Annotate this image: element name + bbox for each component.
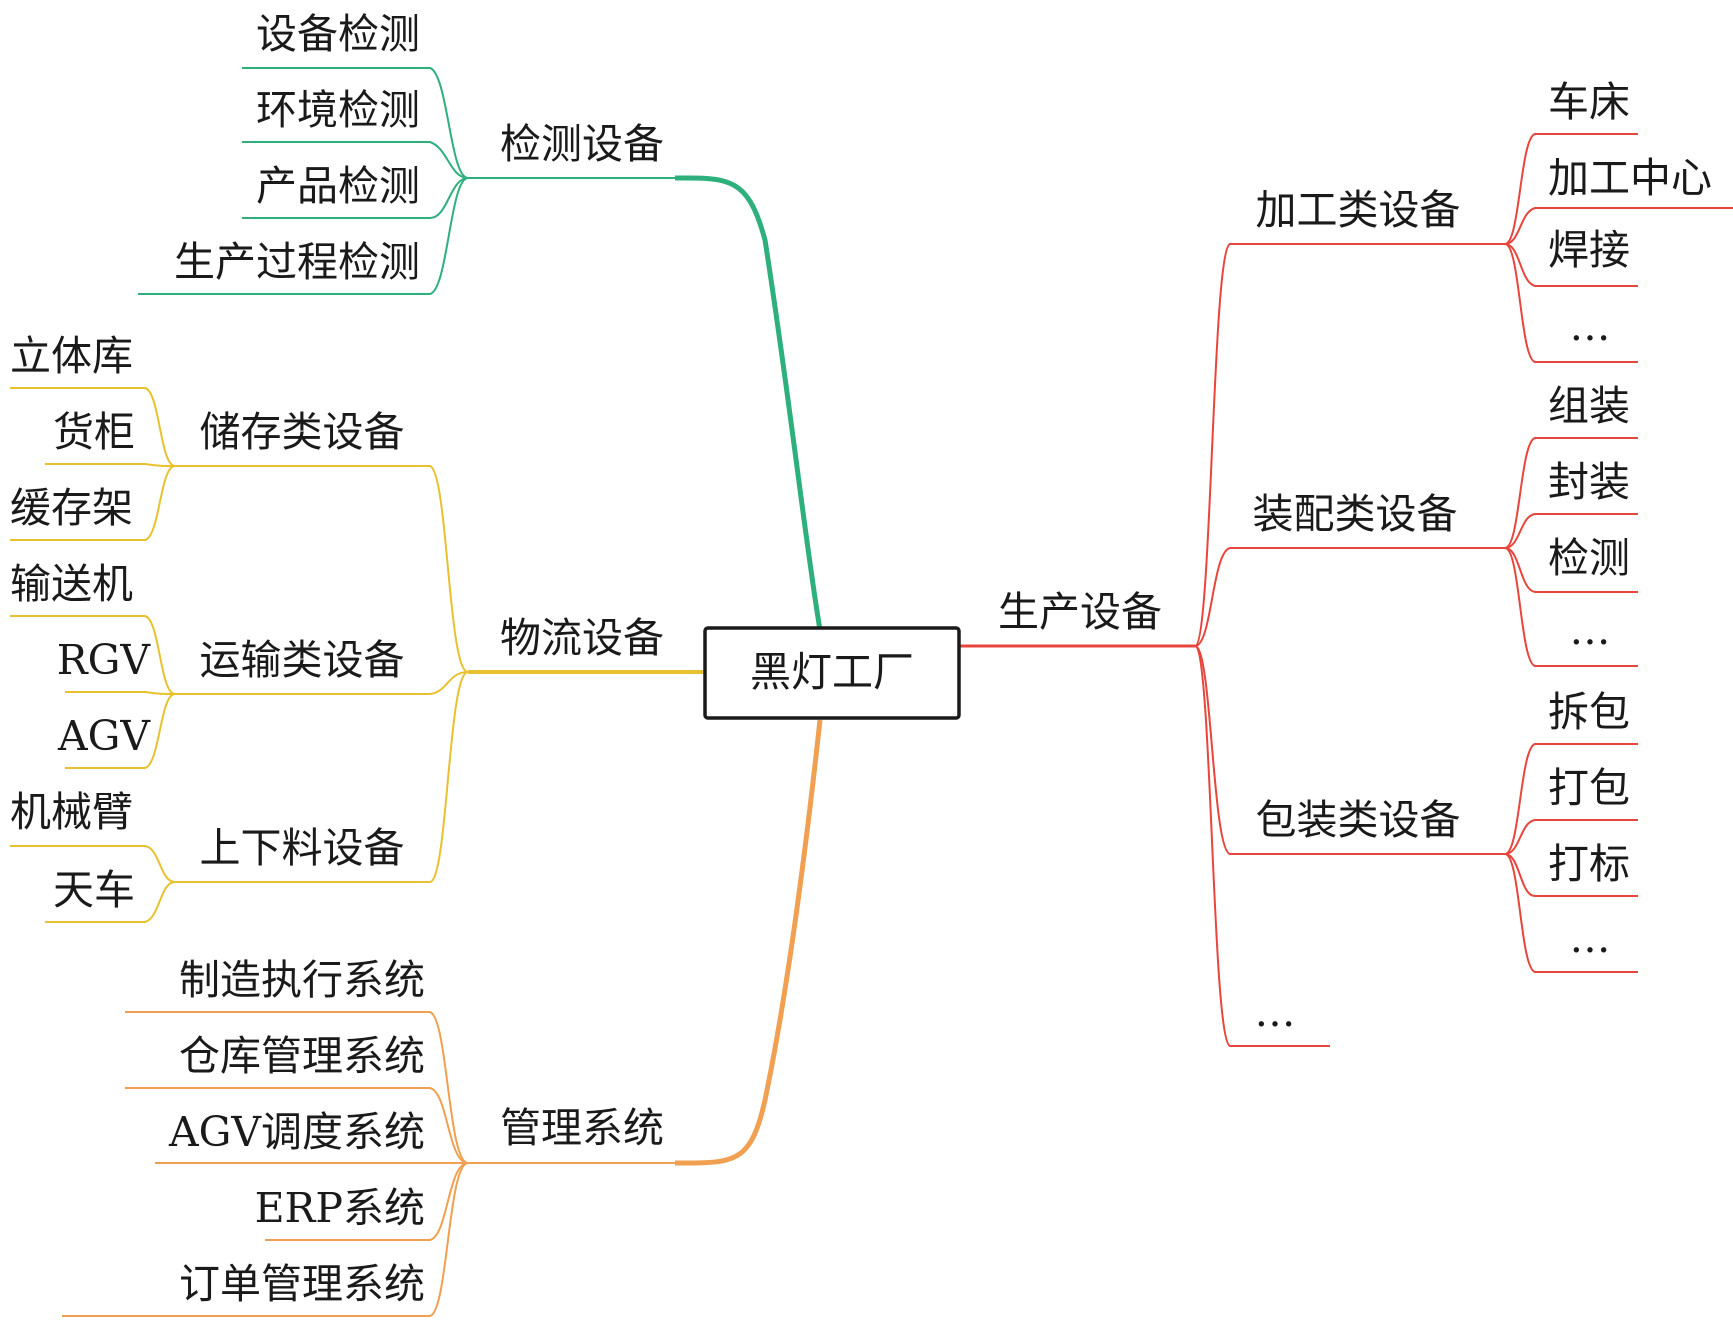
management-link-4	[265, 1162, 469, 1241]
management-connectors	[62, 719, 823, 1317]
root-box	[703, 626, 961, 720]
packaging-link-4	[1504, 853, 1638, 973]
assembly-link-2	[1504, 513, 1638, 549]
management-leaf-5[interactable]: 订单管理系统	[179, 1260, 425, 1308]
inspection-link-4	[138, 177, 469, 295]
management-link-1	[125, 1011, 469, 1164]
branch-inspection-label[interactable]: 检测设备	[500, 120, 664, 168]
production-more[interactable]: …	[1255, 988, 1296, 1036]
inspection-leaf-4[interactable]: 生产过程检测	[174, 238, 420, 286]
machining-leaf-2[interactable]: 加工中心	[1548, 154, 1712, 202]
inspection-leaf-1[interactable]: 设备检测	[256, 10, 420, 58]
logistics-group-storage[interactable]: 储存类设备	[200, 408, 405, 456]
production-group-packaging[interactable]: 包装类设备	[1256, 796, 1461, 844]
storage-link-2	[45, 463, 176, 467]
inspection-connectors	[138, 67, 823, 631]
loading-leaf-2[interactable]: 天车	[53, 866, 135, 914]
branch-logistics-label[interactable]: 物流设备	[500, 614, 664, 662]
management-leaf-2[interactable]: 仓库管理系统	[179, 1032, 425, 1080]
production-link-packaging	[1194, 645, 1505, 855]
assembly-leaf-1[interactable]: 组装	[1548, 382, 1630, 430]
management-link-2	[125, 1087, 469, 1164]
loading-link-1	[10, 845, 176, 883]
inspection-leaf-3[interactable]: 产品检测	[256, 162, 420, 210]
production-group-machining[interactable]: 加工类设备	[1256, 186, 1461, 234]
assembly-leaf-3[interactable]: 检测	[1548, 534, 1630, 582]
storage-leaf-3[interactable]: 缓存架	[10, 484, 133, 532]
root-label: 黑灯工厂	[750, 648, 914, 696]
production-link-more	[1194, 645, 1330, 1047]
machining-link-4	[1504, 243, 1638, 363]
packaging-leaf-1[interactable]: 拆包	[1548, 688, 1630, 736]
inspection-trunk	[675, 175, 823, 631]
assembly-link-1	[1504, 437, 1638, 549]
assembly-link-4	[1504, 547, 1638, 667]
assembly-link-3	[1504, 547, 1638, 593]
production-group-assembly[interactable]: 装配类设备	[1253, 490, 1458, 538]
assembly-leaf-4[interactable]: …	[1570, 606, 1611, 654]
transport-leaf-3[interactable]: AGV	[57, 712, 151, 760]
management-leaf-4[interactable]: ERP系统	[255, 1184, 425, 1232]
packaging-link-1	[1504, 743, 1638, 855]
machining-leaf-1[interactable]: 车床	[1548, 78, 1630, 126]
management-leaf-1[interactable]: 制造执行系统	[179, 956, 425, 1004]
logistics-link-storage	[175, 465, 469, 673]
branch-management-label[interactable]: 管理系统	[500, 1104, 664, 1152]
loading-link-2	[45, 881, 176, 923]
machining-link-2	[1504, 207, 1733, 245]
inspection-link-2	[242, 141, 469, 179]
machining-link-1	[1504, 133, 1638, 245]
inspection-leaf-2[interactable]: 环境检测	[256, 86, 420, 134]
assembly-leaf-2[interactable]: 封装	[1548, 458, 1630, 506]
logistics-link-transport	[175, 671, 469, 695]
packaging-link-2	[1504, 819, 1638, 855]
machining-link-3	[1504, 243, 1638, 287]
logistics-link-loading	[175, 671, 469, 883]
branch-production-label[interactable]: 生产设备	[998, 588, 1162, 636]
transport-link-3	[65, 693, 176, 769]
production-link-assembly	[1194, 547, 1505, 647]
transport-leaf-1[interactable]: 输送机	[10, 560, 133, 608]
logistics-group-loading[interactable]: 上下料设备	[200, 824, 405, 872]
storage-leaf-1[interactable]: 立体库	[10, 332, 133, 380]
management-link-5	[62, 1162, 469, 1317]
management-trunk	[675, 719, 823, 1166]
inspection-link-3	[242, 177, 469, 219]
packaging-link-3	[1504, 853, 1638, 897]
management-leaf-3[interactable]: AGV调度系统	[168, 1108, 425, 1156]
logistics-connectors	[10, 387, 705, 923]
transport-link-1	[10, 615, 176, 695]
packaging-leaf-2[interactable]: 打包	[1548, 764, 1630, 812]
transport-link-2	[65, 691, 176, 695]
storage-link-1	[10, 387, 176, 467]
storage-link-3	[10, 465, 176, 541]
storage-leaf-2[interactable]: 货柜	[53, 408, 135, 456]
loading-leaf-1[interactable]: 机械臂	[10, 788, 133, 836]
inspection-link-1	[242, 67, 469, 179]
logistics-group-transport[interactable]: 运输类设备	[200, 636, 405, 684]
packaging-leaf-4[interactable]: …	[1570, 914, 1611, 962]
machining-leaf-3[interactable]: 焊接	[1548, 226, 1630, 274]
production-connectors	[960, 133, 1733, 1047]
packaging-leaf-3[interactable]: 打标	[1548, 840, 1630, 888]
transport-leaf-2[interactable]: RGV	[57, 636, 152, 684]
production-link-machining	[1194, 243, 1505, 647]
machining-leaf-4[interactable]: …	[1570, 302, 1611, 350]
root-node[interactable]: 黑灯工厂	[703, 626, 961, 720]
